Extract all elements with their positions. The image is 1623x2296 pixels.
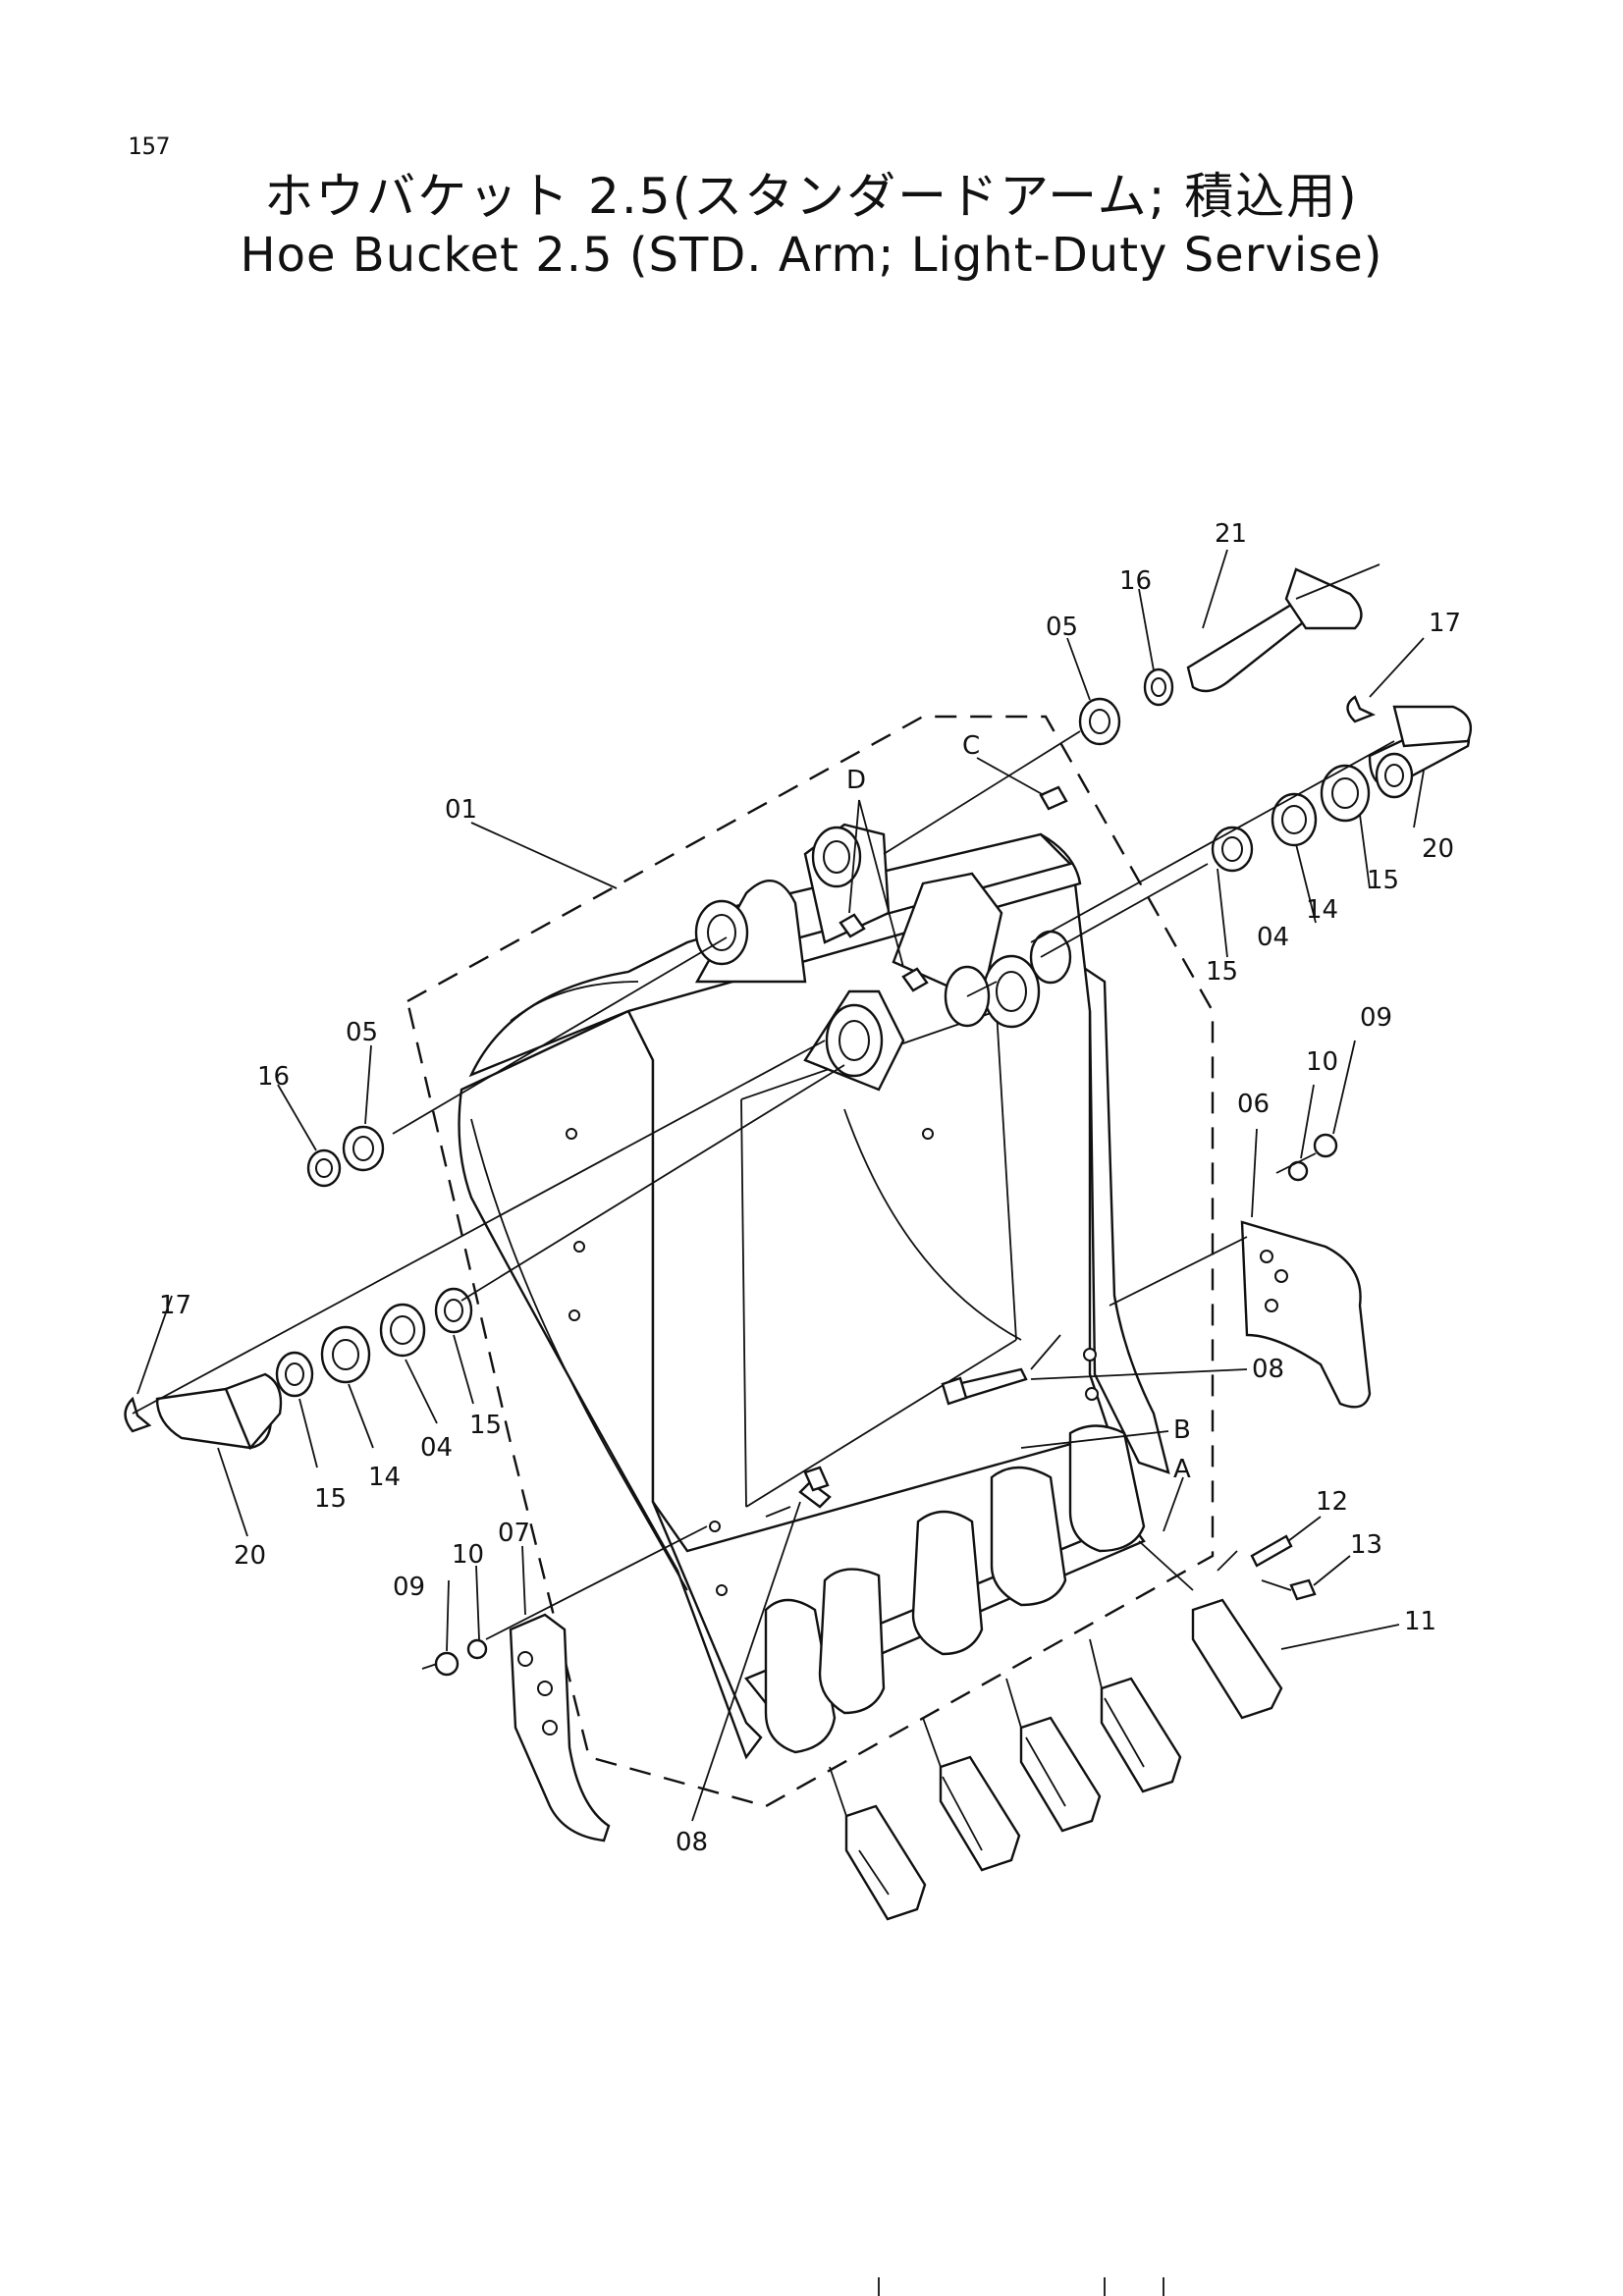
title-japanese: ホウバケット 2.5(スタンダードアーム; 積込用) <box>264 168 1359 225</box>
callout-15-left-b: 15 <box>314 1484 347 1514</box>
callout-04-right: 04 <box>1257 923 1289 952</box>
callout-01: 01 <box>445 795 477 825</box>
side-cutter-06 <box>1240 1220 1372 1409</box>
callout-10-left: 10 <box>452 1540 484 1570</box>
callout-04-left: 04 <box>420 1433 453 1463</box>
callout-16-top: 16 <box>1119 566 1152 596</box>
callout-15-right-b: 15 <box>1206 957 1238 987</box>
circlip-17-left <box>124 1396 152 1433</box>
assembly-lines <box>132 563 1395 1896</box>
callout-14-right: 14 <box>1306 895 1338 925</box>
callout-13: 13 <box>1350 1530 1382 1560</box>
callout-09-right: 09 <box>1360 1003 1392 1033</box>
tooth-lock-13 <box>1289 1578 1317 1601</box>
callout-05-top: 05 <box>1046 613 1078 642</box>
bolt-08-left <box>798 1480 832 1509</box>
tooth-points <box>829 1598 1283 1921</box>
callout-14-left: 14 <box>368 1463 401 1492</box>
title-english: Hoe Bucket 2.5 (STD. Arm; Light-Duty Ser… <box>240 228 1383 283</box>
callout-16-left: 16 <box>257 1062 290 1092</box>
callout-A: A <box>1173 1455 1191 1484</box>
callout-05-left: 05 <box>346 1018 378 1047</box>
callout-C: C <box>962 731 980 761</box>
callout-D: D <box>846 766 866 795</box>
side-cutter-07 <box>509 1613 611 1842</box>
callout-B: B <box>1173 1415 1191 1445</box>
callout-11: 11 <box>1404 1607 1436 1636</box>
callout-10-right: 10 <box>1306 1047 1338 1077</box>
assembly-boundary <box>406 715 1215 1808</box>
callout-08-right: 08 <box>1252 1355 1284 1384</box>
callout-20-left: 20 <box>234 1541 266 1571</box>
callout-20-right: 20 <box>1422 834 1454 864</box>
leader-lines <box>136 549 1425 1822</box>
bushings-and-rings <box>275 667 1414 1677</box>
callout-15-left-a: 15 <box>469 1411 502 1440</box>
callout-labels: 01 21 16 05 17 C D 20 15 14 04 15 09 10 … <box>159 519 1461 1857</box>
callout-08-left: 08 <box>676 1828 708 1857</box>
page-number: 157 <box>128 133 171 160</box>
callout-09-left: 09 <box>393 1573 425 1602</box>
tooth-pin-12 <box>1250 1534 1293 1568</box>
callout-06: 06 <box>1237 1090 1270 1119</box>
callout-12: 12 <box>1316 1487 1348 1517</box>
callout-17-right: 17 <box>1429 609 1461 638</box>
callout-07: 07 <box>498 1519 530 1548</box>
callout-15-right-a: 15 <box>1367 866 1399 895</box>
scan-marks <box>878 2277 1164 2296</box>
tooth-adapters <box>744 1424 1146 1754</box>
callout-17-left: 17 <box>159 1291 191 1320</box>
callout-21: 21 <box>1215 519 1247 549</box>
circlip-17-right <box>1346 695 1377 723</box>
